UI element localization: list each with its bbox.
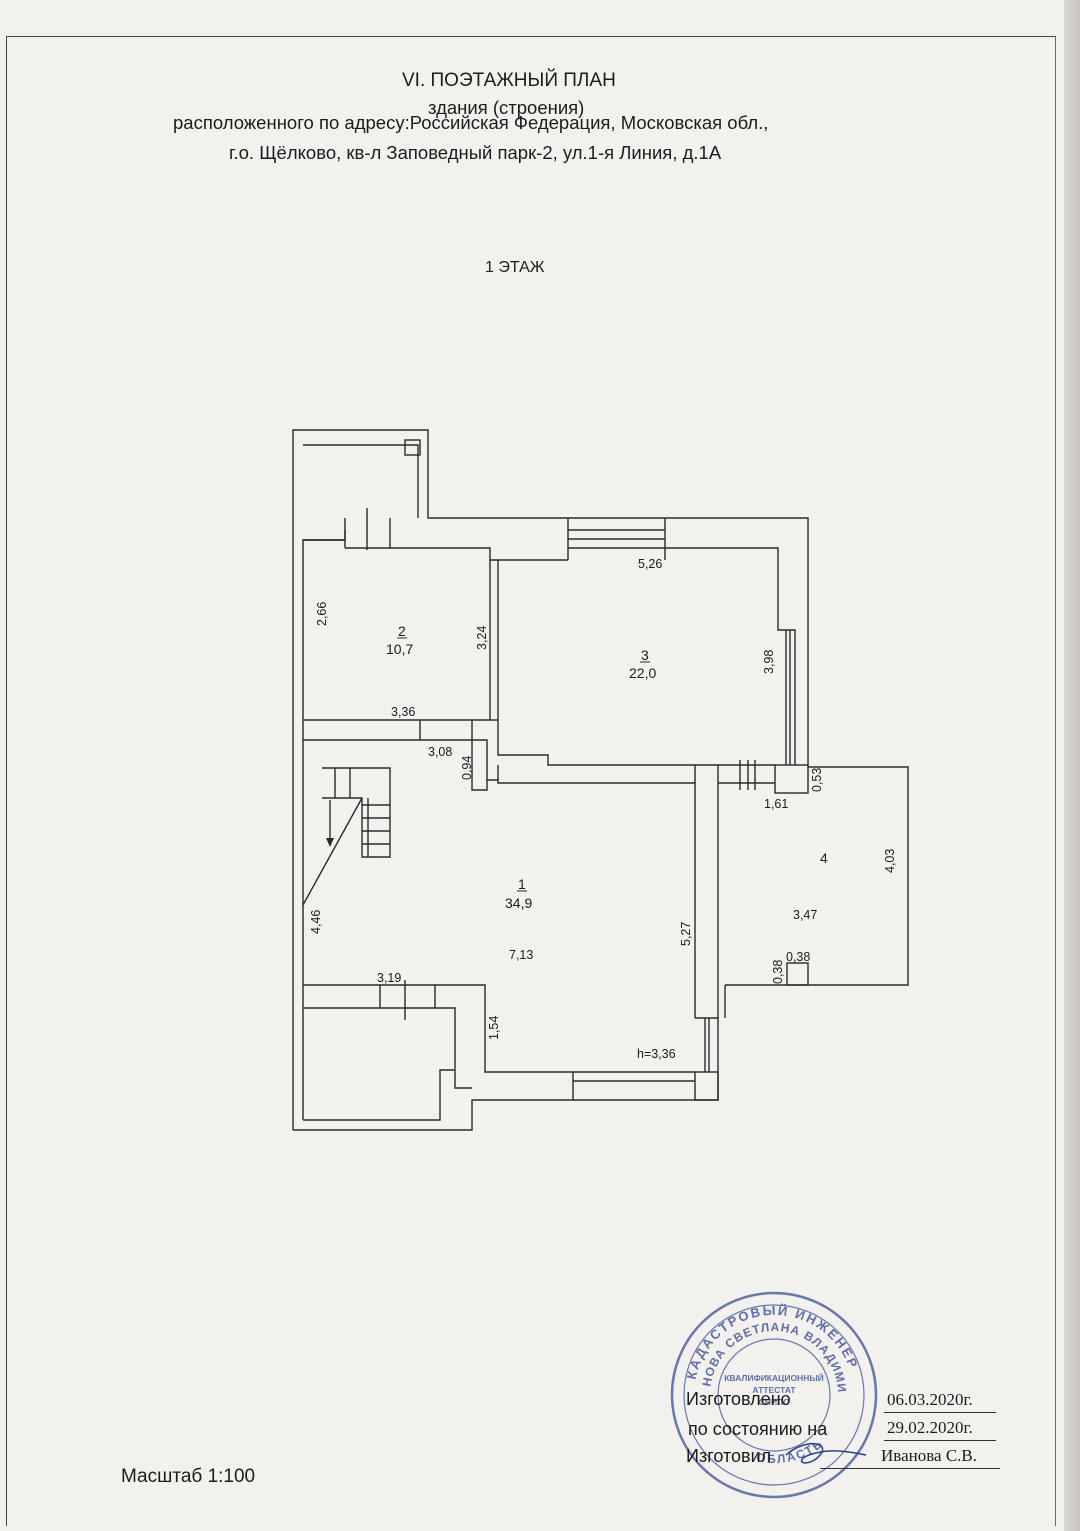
signature	[785, 1442, 867, 1464]
room-1-number: 1	[518, 876, 526, 892]
room-4-outline	[725, 766, 909, 986]
dim-0-38-horizontal: 0,38	[786, 950, 810, 964]
seal-center-line-2: АТТЕСТАТ	[752, 1385, 796, 1395]
seal-center-line-1: КВАЛИФИКАЦИОННЫЙ	[724, 1372, 824, 1383]
dim-2-66: 2,66	[315, 602, 329, 626]
address-line-2: г.о. Щёлково, кв-л Заповедный парк-2, ул…	[229, 142, 722, 163]
room-3-number: 3	[641, 647, 649, 663]
wall-top-right	[390, 547, 568, 561]
dim-1-61: 1,61	[764, 797, 788, 811]
maker-label: Изготовил	[686, 1446, 772, 1466]
wall-top-inner	[303, 530, 346, 541]
floor-plan: 2 10,7 3 22,0 1 34,9 4 2,66 3,24 3,36 5,…	[292, 429, 909, 1131]
made-date: 06.03.2020г.	[887, 1390, 973, 1409]
dim-3-98: 3,98	[762, 650, 776, 674]
dim-7-13: 7,13	[509, 948, 533, 962]
dim-3-08: 3,08	[428, 745, 452, 759]
wall-porch-top	[303, 444, 419, 518]
dim-5-26: 5,26	[638, 557, 662, 571]
dim-3-24: 3,24	[475, 626, 489, 650]
maker-name: Иванова С.В.	[881, 1446, 977, 1465]
room-4-number: 4	[820, 850, 828, 866]
porch-post	[404, 439, 421, 456]
seal-stamp: КАДАСТРОВЫЙ ИНЖЕНЕР НОВА СВЕТЛАНА ВЛАДИМ…	[666, 1287, 878, 1499]
underline-maker	[820, 1468, 1000, 1469]
room-2-number: 2	[398, 623, 406, 639]
page-frame	[6, 36, 1056, 1526]
document-subtitle: здания (строения)	[428, 97, 585, 118]
wall-inner-left	[302, 539, 345, 1120]
state-label: по состоянию на	[688, 1419, 828, 1439]
dim-5-27: 5,27	[679, 922, 693, 946]
document-title: VI. ПОЭТАЖНЫЙ ПЛАН	[402, 70, 616, 91]
floor-label: 1 ЭТАЖ	[485, 259, 545, 276]
dim-1-54: 1,54	[487, 1016, 501, 1040]
room-2-area: 10,7	[386, 641, 413, 657]
dim-0-38-vertical: 0,38	[771, 960, 785, 984]
dim-4-46: 4,46	[309, 910, 323, 934]
dim-3-36: 3,36	[391, 705, 415, 719]
dim-0-94: 0,94	[460, 756, 474, 780]
state-date: 29.02.2020г.	[887, 1418, 973, 1437]
dim-4-03: 4,03	[883, 849, 897, 873]
ceiling-height: h=3,36	[637, 1047, 676, 1061]
room-3-area: 22,0	[629, 665, 656, 681]
scale-label: Масштаб 1:100	[121, 1466, 256, 1487]
seal-center-line-3: СНИЛС	[759, 1397, 790, 1407]
room-4-column	[786, 962, 809, 986]
underline-state	[884, 1440, 996, 1441]
room-1-area: 34,9	[505, 895, 532, 911]
wall-outer-left	[292, 429, 809, 1130]
paper-edge	[1064, 0, 1080, 1531]
dim-3-47: 3,47	[793, 908, 817, 922]
dim-3-19: 3,19	[377, 971, 401, 985]
underline-made	[884, 1412, 996, 1413]
dim-0-53: 0,53	[810, 768, 824, 792]
address-line-1: расположенного по адресу:Российская Феде…	[173, 112, 769, 133]
made-label: Изготовлено	[686, 1389, 791, 1409]
staircase	[322, 767, 391, 858]
